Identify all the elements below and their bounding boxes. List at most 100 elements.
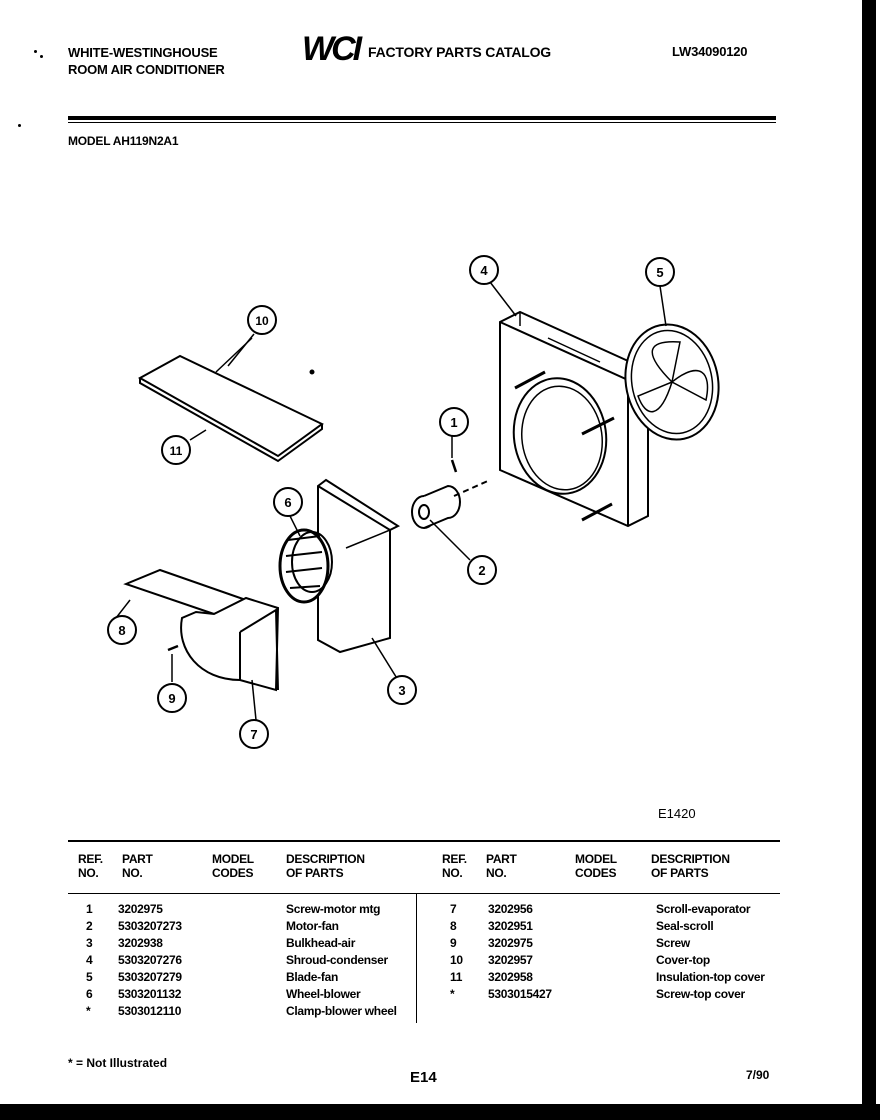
svg-text:6: 6 [284, 495, 291, 510]
svg-text:2: 2 [478, 563, 485, 578]
ref-number: 5 [86, 970, 93, 984]
callout-9: 9 [157, 683, 187, 713]
part-screw-motor-mtg [450, 436, 458, 473]
part-description: Clamp-blower wheel [286, 1004, 397, 1018]
callout-2: 2 [467, 555, 497, 585]
header-ref: REF.NO. [442, 852, 467, 880]
exploded-parts-diagram: 1 2 3 4 5 6 7 8 9 10 11 [107, 255, 720, 749]
scan-speck [34, 50, 37, 53]
part-number: 5303207279 [118, 970, 182, 984]
part-description: Scroll-evaporator [656, 902, 751, 916]
svg-text:7: 7 [250, 727, 257, 742]
callout-10: 10 [247, 305, 277, 335]
part-number: 5303207273 [118, 919, 182, 933]
callout-5: 5 [645, 257, 675, 287]
wci-logo-text: WCI [302, 30, 364, 66]
callout-3: 3 [387, 675, 417, 705]
model-number: MODEL AH119N2A1 [68, 134, 179, 148]
callout-1: 1 [439, 407, 469, 437]
part-description: Bulkhead-air [286, 936, 356, 950]
svg-text:10: 10 [255, 314, 269, 328]
diagram-code: E1420 [658, 806, 696, 821]
part-screw [167, 644, 179, 682]
part-description: Wheel-blower [286, 987, 361, 1001]
part-number: 3202956 [488, 902, 533, 916]
part-description: Shroud-condenser [286, 953, 388, 967]
ref-number: 2 [86, 919, 93, 933]
revision-date: 7/90 [746, 1068, 770, 1082]
header-ref: REF.NO. [78, 852, 103, 880]
wci-logo: WCI [302, 30, 364, 66]
brand-name: WHITE-WESTINGHOUSE [68, 45, 218, 60]
svg-text:1: 1 [450, 415, 457, 430]
part-description: Seal-scroll [656, 919, 714, 933]
svg-text:9: 9 [168, 691, 175, 706]
scan-speck [40, 55, 43, 58]
scan-border-bottom [0, 1104, 880, 1120]
part-description: Blade-fan [286, 970, 338, 984]
part-number: 3202958 [488, 970, 533, 984]
part-description: Screw [656, 936, 690, 950]
ref-number: 8 [450, 919, 457, 933]
part-description: Screw-motor mtg [286, 902, 381, 916]
ref-number: 11 [450, 970, 463, 984]
part-number: 3202975 [488, 936, 533, 950]
ref-number: 4 [86, 953, 93, 967]
table-column-divider [416, 893, 417, 1023]
ref-number: 3 [86, 936, 93, 950]
table-header-rule [68, 893, 780, 894]
part-description: Cover-top [656, 953, 710, 967]
part-scroll-evaporator [180, 596, 280, 721]
ref-number: 1 [86, 902, 93, 916]
part-number: 5303015427 [488, 987, 552, 1001]
part-number: 5303207276 [118, 953, 182, 967]
svg-text:4: 4 [480, 263, 488, 278]
ref-number: 7 [450, 902, 457, 916]
part-shroud-condenser [489, 281, 649, 528]
catalog-title: FACTORY PARTS CATALOG [368, 44, 551, 60]
part-number: 3202957 [488, 953, 533, 967]
scan-border-right [862, 0, 876, 1120]
part-description: Motor-fan [286, 919, 339, 933]
part-number: 3202938 [118, 936, 163, 950]
callout-11: 11 [161, 435, 191, 465]
part-motor-fan [411, 479, 491, 561]
footnote-not-illustrated: * = Not Illustrated [68, 1056, 168, 1070]
part-blade-fan [624, 285, 720, 441]
svg-text:3: 3 [398, 683, 405, 698]
page-number: E14 [410, 1069, 437, 1086]
part-wheel-blower [278, 515, 333, 604]
svg-text:8: 8 [118, 623, 125, 638]
part-description: Screw-top cover [656, 987, 745, 1001]
part-number: 5303012110 [118, 1004, 182, 1018]
callout-4: 4 [469, 255, 499, 285]
brand-block: WHITE-WESTINGHOUSE ROOM AIR CONDITIONER [68, 44, 225, 78]
header-rule-thin [68, 122, 776, 123]
ref-number: 6 [86, 987, 93, 1001]
callout-7: 7 [239, 719, 269, 749]
part-number: 3202975 [118, 902, 163, 916]
callout-8: 8 [107, 615, 137, 645]
callout-6: 6 [273, 487, 303, 517]
part-description: Insulation-top cover [656, 970, 765, 984]
ref-number: * [86, 1004, 91, 1018]
ref-number: 10 [450, 953, 463, 967]
catalog-number: LW34090120 [672, 44, 748, 59]
scan-speck [18, 124, 21, 127]
ref-number: 9 [450, 936, 457, 950]
svg-text:11: 11 [170, 444, 183, 458]
part-bulkhead-air [317, 478, 401, 681]
table-top-rule [68, 840, 780, 842]
header-rule [68, 116, 776, 120]
ref-number: * [450, 987, 455, 1001]
svg-text:5: 5 [656, 265, 663, 280]
product-line: ROOM AIR CONDITIONER [68, 62, 225, 77]
part-number: 3202951 [488, 919, 533, 933]
part-number: 5303201132 [118, 987, 182, 1001]
